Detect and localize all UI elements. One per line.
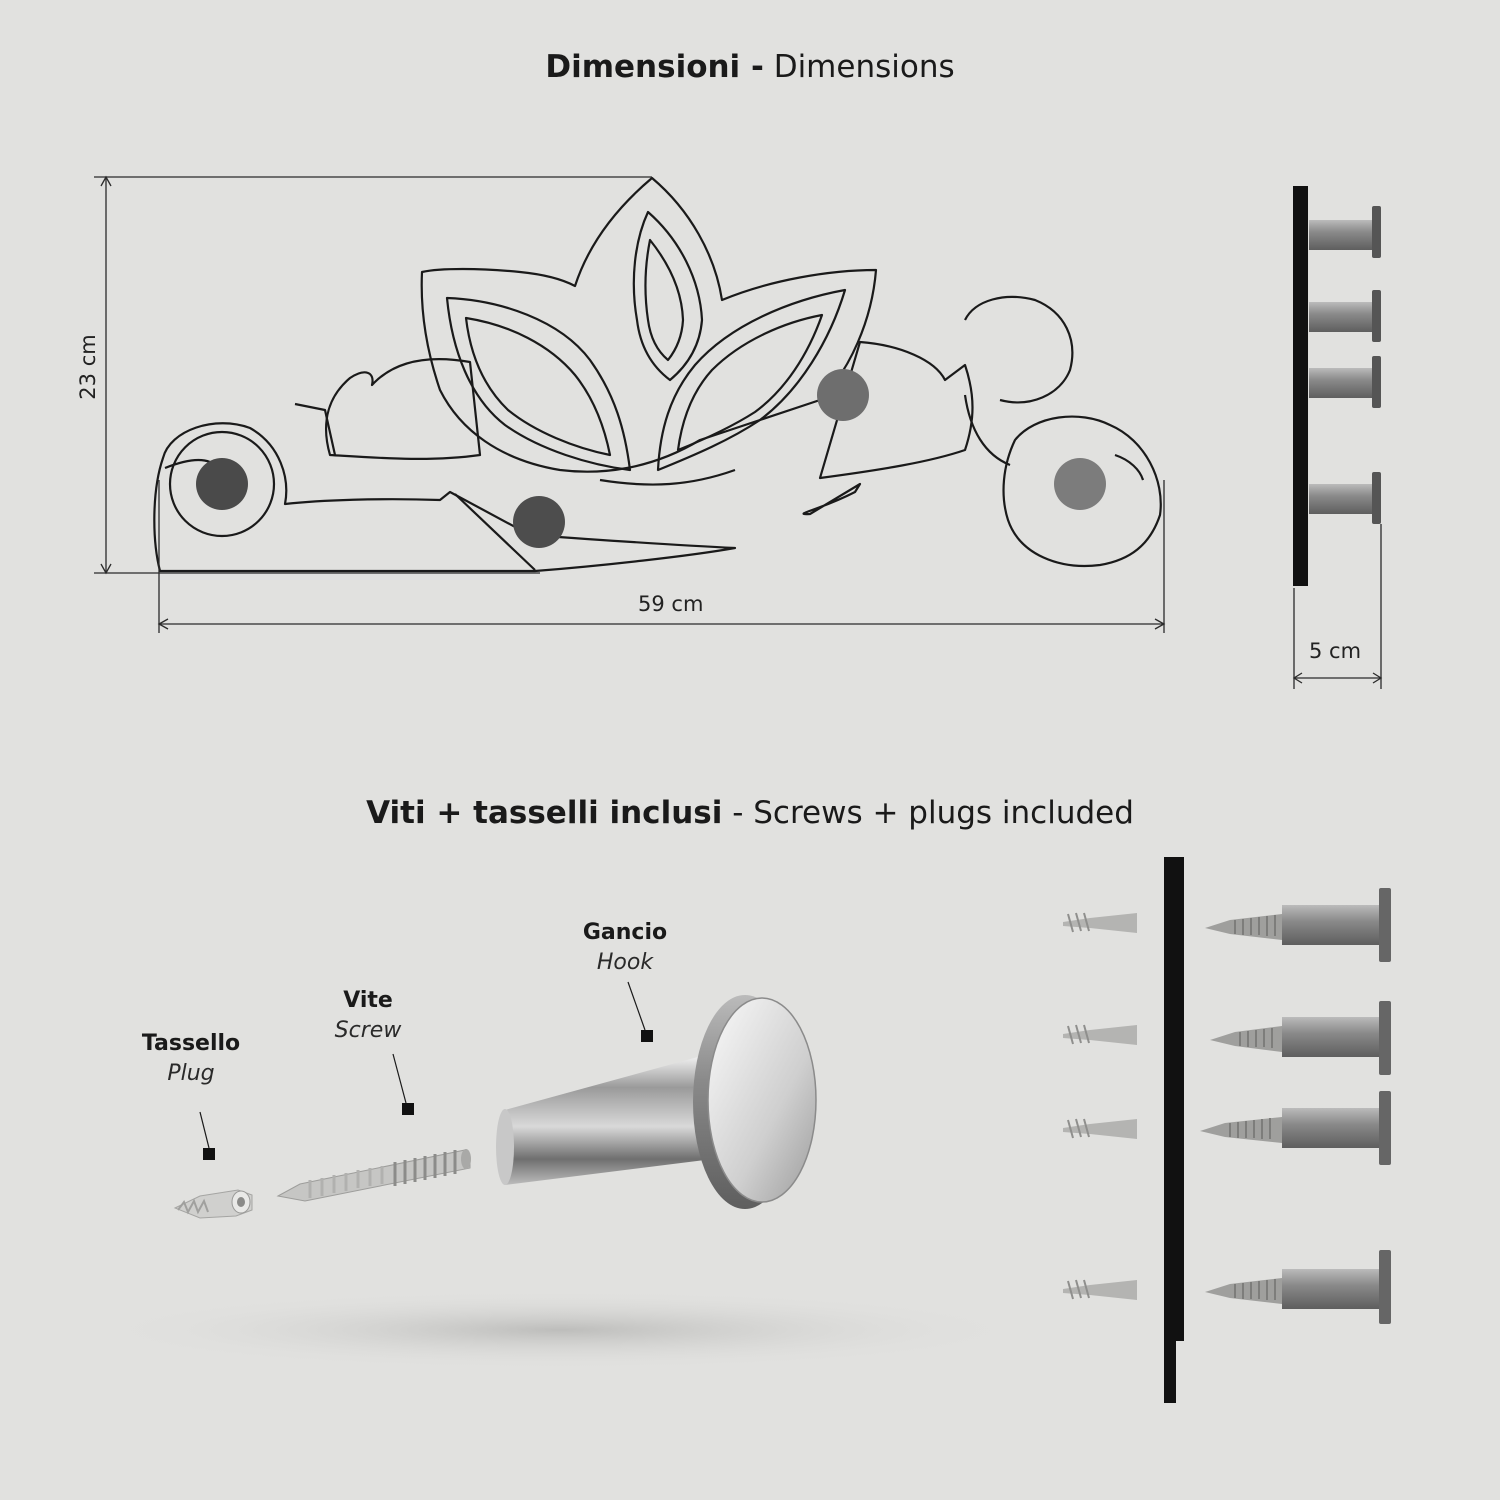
included-title-it: Viti + tasselli inclusi — [366, 795, 723, 831]
included-title-separator: - — [722, 795, 754, 831]
included-title-en: Screws + plugs included — [753, 795, 1134, 831]
dimensions-title-it: Dimensioni - — [545, 49, 764, 85]
front-hook-3 — [817, 369, 869, 421]
hook-label-en: Hook — [596, 950, 654, 975]
dimensions-title: Dimensioni - Dimensions — [0, 47, 1500, 87]
plug-label-it: Tassello — [141, 1031, 241, 1056]
screw-label: Vite Screw — [322, 986, 414, 1046]
front-hook-2 — [513, 496, 565, 548]
side-hook-1 — [1309, 206, 1381, 258]
front-hook-1 — [196, 458, 248, 510]
plug-illustration — [173, 1189, 253, 1219]
rack-front-view — [153, 176, 1162, 573]
screw-illustration — [276, 1149, 471, 1202]
hook-illustration — [496, 995, 817, 1209]
label-pointers — [199, 981, 653, 1160]
installation-view — [1063, 857, 1391, 1403]
plug-label: Tassello Plug — [135, 1029, 247, 1089]
side-hook-4 — [1309, 472, 1381, 524]
side-hook-3 — [1309, 356, 1381, 408]
hook-label-it: Gancio — [582, 920, 668, 945]
floor-shadow — [90, 1290, 1030, 1370]
height-dimension-label: 23 cm — [76, 334, 100, 400]
screw-label-en: Screw — [334, 1018, 402, 1043]
side-hook-2 — [1309, 290, 1381, 342]
installation-panel — [1164, 857, 1176, 1403]
front-dimension-lines — [94, 175, 1166, 633]
install-row-3 — [1063, 1091, 1391, 1165]
dimensions-title-en: Dimensions — [773, 49, 955, 85]
install-row-2 — [1063, 1001, 1391, 1075]
width-dimension-label: 59 cm — [638, 592, 704, 616]
side-dimension-lines — [1292, 524, 1383, 689]
hook-label: Gancio Hook — [573, 918, 677, 978]
front-hooks — [196, 369, 1106, 548]
install-row-4 — [1063, 1250, 1391, 1324]
rack-side-view — [1293, 186, 1381, 586]
depth-dimension-label: 5 cm — [1309, 639, 1362, 663]
install-row-1 — [1063, 888, 1391, 962]
included-title: Viti + tasselli inclusi - Screws + plugs… — [0, 793, 1500, 833]
screw-label-it: Vite — [343, 988, 393, 1013]
front-hook-4 — [1054, 458, 1106, 510]
plug-label-en: Plug — [167, 1061, 215, 1086]
